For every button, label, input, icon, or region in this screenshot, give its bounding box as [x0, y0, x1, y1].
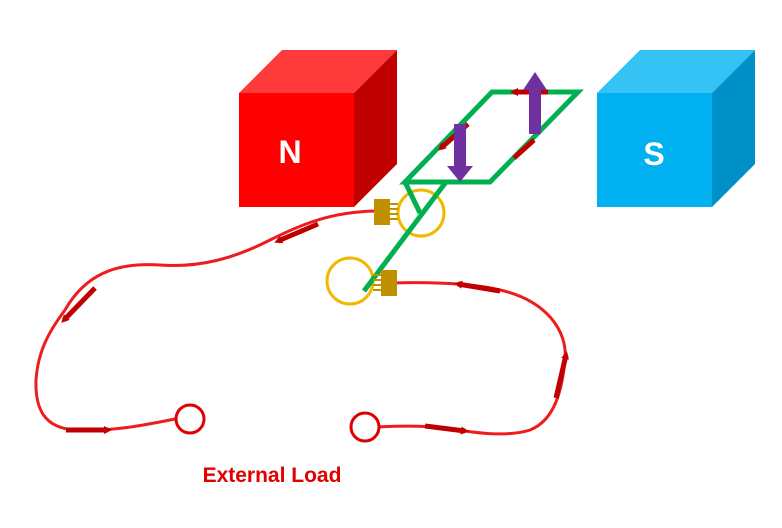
up-force-arrow-icon [523, 72, 547, 134]
south-magnet: S [597, 50, 755, 207]
external-circuit [34, 209, 567, 436]
coil-loop [399, 89, 584, 185]
south-magnet-side [712, 50, 755, 207]
south-pole-label: S [643, 136, 664, 172]
left-load-terminal [174, 403, 206, 435]
coil-arrow-right [512, 138, 536, 160]
lower-brush [373, 270, 397, 296]
lower-slip-ring [325, 256, 375, 306]
coil-lead-upper [402, 180, 423, 215]
circuit-current-arrows [61, 221, 569, 435]
brush-icon [373, 199, 398, 296]
down-force-arrow-icon [447, 124, 473, 182]
south-magnet-top [597, 50, 755, 93]
north-magnet-front [239, 93, 354, 207]
circuit-arrow-2 [61, 286, 97, 323]
north-magnet-top [239, 50, 397, 93]
coil-lead-lower [362, 180, 448, 293]
south-magnet-front [597, 93, 712, 207]
circuit-arrow-6 [454, 280, 501, 294]
right-load-terminal [349, 411, 381, 443]
circuit-arrow-5 [553, 351, 569, 399]
right-circuit-wire [375, 281, 567, 436]
circuit-arrow-1 [274, 221, 319, 244]
upper-brush [374, 199, 398, 225]
north-magnet: N [239, 50, 397, 207]
armature-coil [362, 89, 584, 293]
circuit-arrow-4 [424, 423, 469, 435]
external-load-label: External Load [203, 464, 342, 487]
north-pole-label: N [278, 134, 301, 170]
north-magnet-side [354, 50, 397, 207]
left-circuit-wire [34, 209, 377, 432]
